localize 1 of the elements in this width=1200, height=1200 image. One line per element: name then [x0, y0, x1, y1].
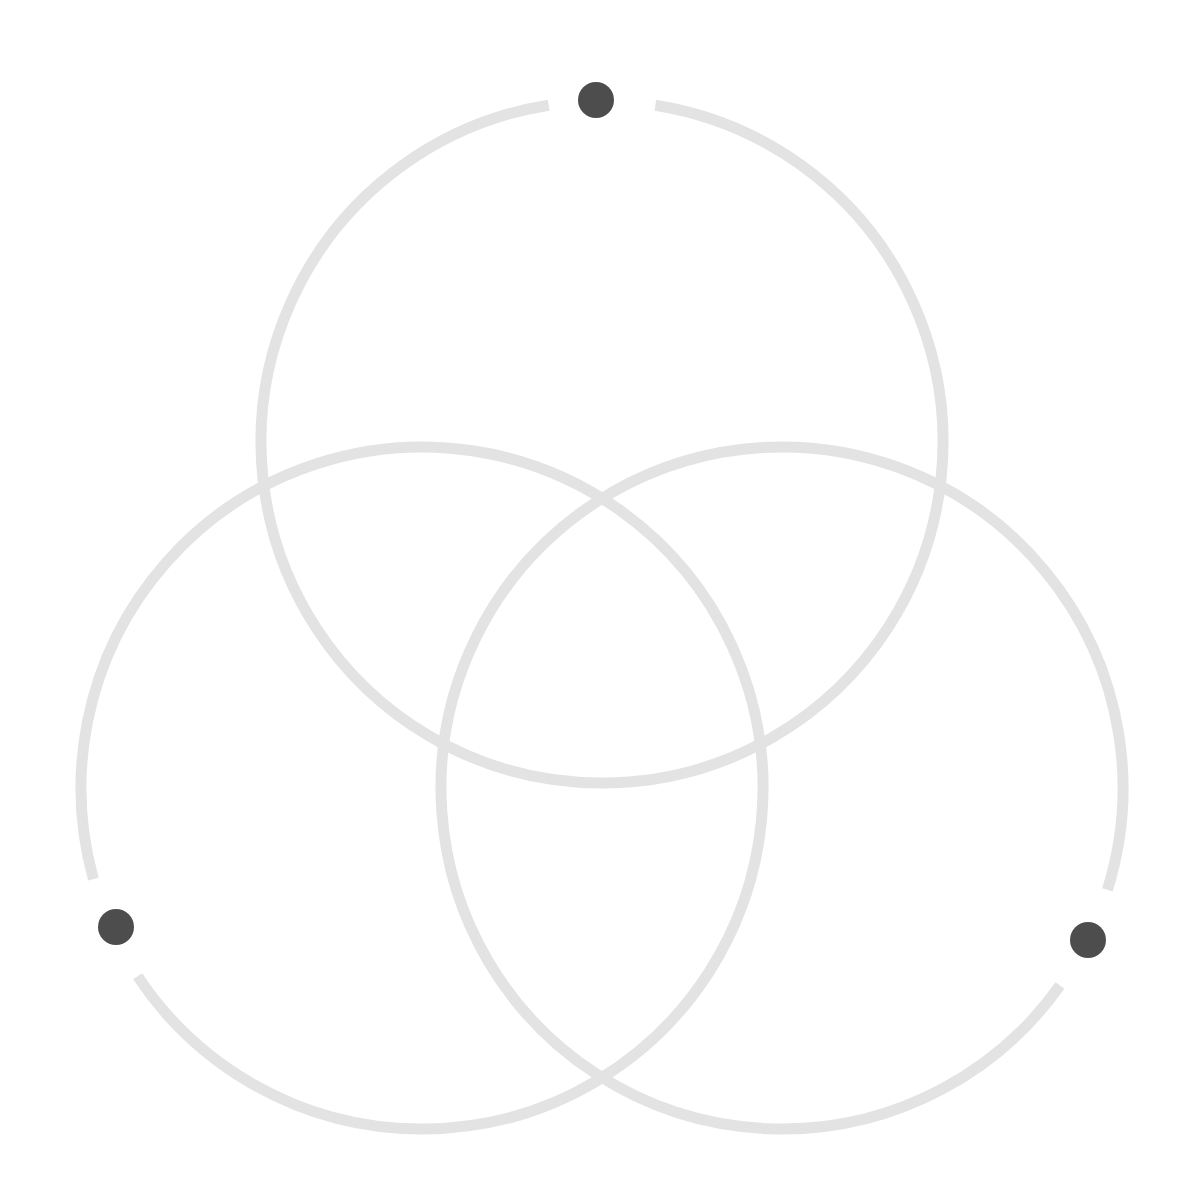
dot — [578, 82, 614, 118]
